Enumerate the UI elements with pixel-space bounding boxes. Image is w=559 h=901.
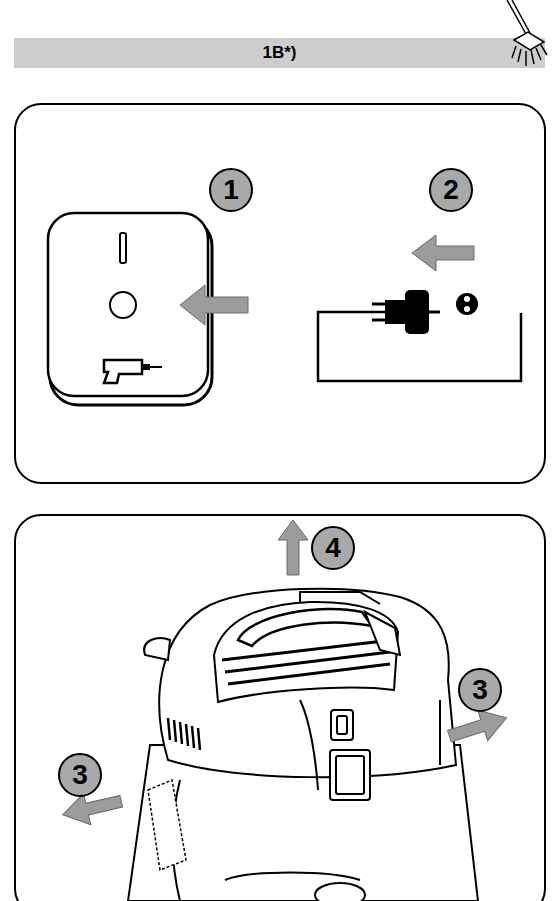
- callout-number: 2: [428, 167, 474, 213]
- lift-arrow: [278, 520, 308, 575]
- broom-icon: [507, 0, 547, 66]
- vacuum-illustration: [128, 589, 478, 901]
- push-arrow: [180, 285, 248, 325]
- callout-number: 1: [208, 167, 254, 213]
- callout-node: 2: [428, 167, 474, 213]
- callout-node: 4: [310, 525, 356, 571]
- panel-frame: [15, 104, 545, 483]
- callout-node: 1: [208, 167, 254, 213]
- callout-node: 3: [457, 667, 503, 713]
- callout-number: 4: [310, 525, 356, 571]
- callout-number: 3: [57, 752, 103, 798]
- callout-number: 3: [457, 667, 503, 713]
- plug-symbol: [318, 290, 521, 381]
- header-title: 1B*): [14, 38, 545, 68]
- header-band: [14, 38, 545, 68]
- panel-frame: [15, 515, 545, 901]
- callout-node: 3: [57, 752, 103, 798]
- pull-arrow: [412, 235, 474, 271]
